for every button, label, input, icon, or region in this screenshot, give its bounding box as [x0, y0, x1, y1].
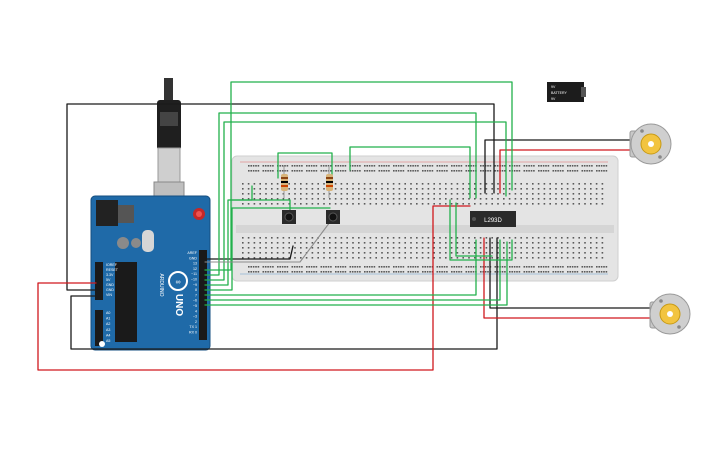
battery-label-3: 9V [551, 97, 556, 101]
wire-black[interactable] [70, 237, 498, 350]
dc-motor-2[interactable] [649, 293, 691, 335]
digital-pin-label: TX 1 [189, 325, 197, 329]
atmega-chip [115, 262, 137, 342]
analog-pin-label: A2 [106, 322, 110, 326]
analog-pin-label: A5 [106, 339, 110, 343]
ic-label: L293D [484, 218, 502, 224]
digital-pin-label: 4 [195, 309, 197, 313]
wire-red[interactable] [499, 149, 635, 194]
digital-pin-label: ~11 [191, 272, 197, 276]
digital-header[interactable] [199, 250, 207, 340]
digital-pin-label: GND [189, 256, 197, 260]
wire-black[interactable] [484, 139, 633, 194]
wire-green[interactable] [449, 199, 513, 261]
wire-green[interactable] [277, 152, 333, 179]
analog-pin-label: A4 [106, 333, 110, 337]
arduino-pin-labels: IOREFRESET3.3V5VGNDGNDVINA0A1A2A3A4A5ARE… [106, 251, 198, 343]
digital-pin-label: 8 [195, 288, 197, 292]
push-button-1[interactable] [282, 210, 296, 224]
digital-pin-label: 13 [193, 262, 197, 266]
digital-pin-label: RX 0 [189, 331, 197, 335]
digital-pin-label: ~5 [193, 304, 197, 308]
wire-green[interactable] [204, 112, 477, 276]
wire-green[interactable] [204, 81, 513, 271]
wire-red[interactable] [483, 237, 653, 319]
power-pin-label: RESET [106, 268, 119, 272]
power-pin-label: 5V [106, 278, 111, 282]
wire-green[interactable] [455, 202, 493, 257]
resistor-1[interactable] [281, 166, 288, 198]
wire-green[interactable] [204, 207, 331, 291]
battery-9v[interactable]: 9V BATTERY 9V [547, 82, 586, 102]
digital-pin-label: AREF [187, 251, 197, 255]
wire-black[interactable] [204, 245, 294, 260]
capacitor [131, 238, 141, 248]
digital-pin-label: ~9 [193, 283, 197, 287]
digital-pin-label: ~6 [193, 299, 197, 303]
wire-green[interactable] [204, 185, 253, 286]
wire-green[interactable] [229, 199, 291, 214]
arduino-logo-text: UNO [173, 294, 184, 316]
battery-label-2: BATTERY [551, 91, 567, 95]
power-pin-label: IOREF [106, 263, 118, 267]
wire-green[interactable] [204, 241, 508, 306]
wire-black[interactable] [489, 237, 652, 309]
push-button-2[interactable] [326, 210, 340, 224]
wire-red[interactable] [37, 205, 471, 371]
analog-pin-label: A3 [106, 328, 110, 332]
digital-pin-label: 2 [195, 320, 197, 324]
wires[interactable] [37, 81, 653, 371]
power-pin-label: 3.3V [106, 273, 114, 277]
l293d-ic[interactable]: L293D [470, 211, 516, 227]
wire-gray[interactable] [204, 221, 331, 263]
wire-green[interactable] [349, 146, 471, 199]
svg-text:∞: ∞ [176, 279, 181, 286]
power-pin-label: VIN [106, 293, 112, 297]
analog-header[interactable] [95, 310, 103, 346]
analog-pin-label: A1 [106, 317, 110, 321]
resistor-2[interactable] [326, 166, 333, 198]
dc-motor-1[interactable] [629, 123, 672, 165]
arduino-brand-text: ARDUINO [158, 273, 164, 296]
power-pin-label: GND [106, 283, 114, 287]
wire-green[interactable] [204, 121, 507, 281]
arduino-uno-board[interactable]: ∞ UNO ARDUINO IOREFRESET3.3V5VGNDGNDVINA… [90, 195, 211, 351]
digital-pin-label: 12 [193, 267, 197, 271]
wire-green[interactable] [204, 239, 477, 296]
capacitor [117, 237, 129, 249]
wire-black[interactable] [66, 103, 495, 291]
dc-jack [96, 200, 118, 226]
breadboard-holes[interactable] [242, 165, 608, 273]
arduino-logo-icon [168, 271, 188, 291]
analog-pin-label: A0 [106, 311, 110, 315]
digital-pin-label: ~10 [191, 278, 197, 282]
digital-pin-label: ~3 [193, 315, 197, 319]
digital-pin-label: 7 [195, 293, 197, 297]
crystal [142, 230, 154, 252]
battery-label-1: 9V [551, 85, 556, 89]
power-pin-label: GND [106, 288, 114, 292]
power-header[interactable] [95, 262, 103, 300]
